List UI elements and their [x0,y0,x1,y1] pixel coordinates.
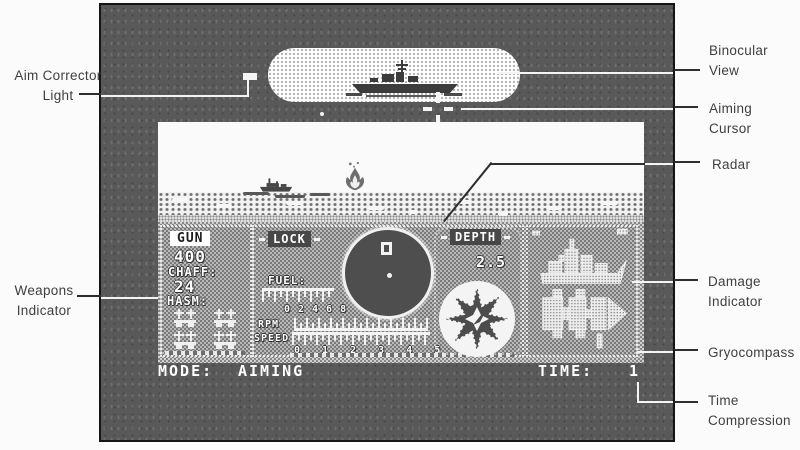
mode-value: AIMING [238,362,305,380]
callout-line: Light [42,88,74,104]
aim-corrector-light [243,73,257,80]
distant-ship-icon [259,178,293,192]
instrument-panel: GUN 400 CHAFF: 24 HASM: [158,222,644,363]
gun-label: GUN [170,231,211,246]
callout-aim-corrector-light: Aim Corrector Light [6,66,110,107]
speed-gauge [292,332,430,345]
radar-display [342,227,434,319]
callout-time-compression: Time Compression [708,391,791,432]
rpm-label: RPM [258,319,280,330]
callout-line: Damage [708,274,761,289]
leader-radar-page [674,161,700,163]
leader-time [637,401,673,403]
time-value: 1 [629,362,641,380]
leader-damage-page [674,279,698,281]
damage-ship-diagram [532,228,628,349]
callout-gryocompass: Gryocompass [708,343,795,363]
callout-line: Cursor [709,121,752,137]
sea-debris [275,195,305,198]
fuel-scale: 02468 [284,304,355,315]
callout-binocular-view: Binocular View [709,41,768,82]
leader-aim-corrector [101,95,249,97]
chaff-label: CHAFF: [168,265,218,279]
speed-scale: 0 1 2 3 4 5 [294,345,449,356]
leader-time-riser [637,382,639,403]
gun-count: 400 [174,247,206,266]
sea-debris [310,193,330,196]
whitecap [456,200,472,204]
callout-radar: Radar [712,155,750,175]
whitecap [172,198,188,202]
leader-aiming-cursor [461,108,673,110]
leader-aiming-page [674,106,698,108]
callout-aiming-cursor: Aiming Cursor [709,99,752,140]
weapons-divider [165,351,245,355]
depth-value: 2.5 [476,253,507,271]
leader-binocular-page [674,69,700,71]
lock-indicator: LOCK [259,231,320,247]
stray-speck [320,112,324,116]
sea-shore-band [158,215,644,222]
panel-bottom-divider [290,353,514,357]
leader-gryocompass-page [674,349,698,351]
time-label: TIME: [538,362,594,380]
leader-gryocompass [637,351,673,353]
callout-line: Aiming [709,101,753,116]
fuel-gauge [262,288,334,302]
whitecap [368,206,384,210]
sea-debris [243,192,269,195]
whitecap [216,204,232,208]
leader-weapons-page [77,295,101,297]
damage-indicator-panel [526,225,638,357]
leader-time-page [674,401,698,403]
gyrocompass [439,281,515,357]
callout-line: Time [708,393,739,408]
hasm-label: HASM: [167,294,209,308]
callout-line: Indicator [708,294,763,310]
weapons-indicator-panel: GUN 400 CHAFF: 24 HASM: [160,225,252,357]
callout-line: Radar [712,157,751,172]
game-screenshot: GUN 400 CHAFF: 24 HASM: [99,3,675,442]
aiming-cursor [423,92,453,126]
flame-icon [345,162,365,191]
whitecap [546,206,562,210]
callout-line: Gryocompass [708,345,795,360]
leader-radar [491,163,645,165]
callout-line: Indicator [16,303,72,319]
depth-label: DEPTH [440,229,511,245]
radar-contact-marker [381,242,392,255]
mode-label: MODE: [158,362,214,380]
whitecap [408,210,418,214]
callout-weapons-indicator: Weapons Indicator [6,281,82,322]
whitecap [286,201,302,205]
leader-aim-corrector-page [79,93,101,95]
leader-weapons [101,297,158,299]
leader-radar-light [645,163,673,165]
callout-line: Binocular [709,43,768,58]
chaff-count: 24 [174,277,196,296]
rpm-gauge [294,318,428,331]
radar-ownship-dot [387,273,392,278]
callout-line: Weapons [14,283,74,298]
callout-line: Compression [708,413,791,429]
callout-damage-indicator: Damage Indicator [708,272,762,313]
game-viewport: GUN 400 CHAFF: 24 HASM: [158,122,644,363]
whitecap [498,212,508,216]
fuel-label: FUEL: [268,274,307,287]
leader-damage [632,281,673,283]
center-instrument-panel: LOCK FUEL: 02468 RPM SPEED 0 1 2 3 4 5 [252,225,524,357]
callout-line: Aim Corrector [14,68,102,83]
leader-aim-corrector-riser [247,80,249,97]
enemy-ship-silhouette-icon [346,60,462,97]
leader-binocular [497,72,673,74]
hasm-missile-icons [174,309,236,349]
speed-label: SPEED [254,333,290,344]
callout-line: View [709,63,740,79]
whitecap [602,201,618,205]
binocular-view [268,48,520,102]
